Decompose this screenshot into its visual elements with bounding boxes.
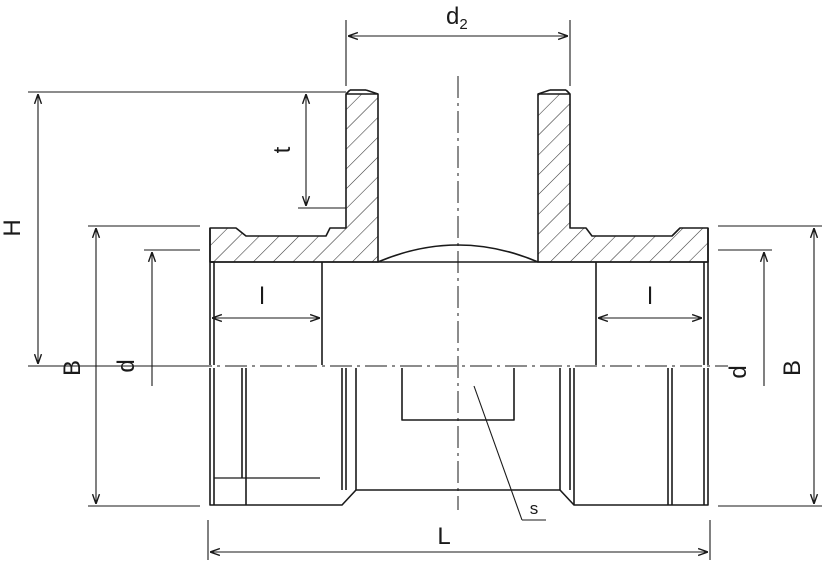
label-B-right: B (779, 360, 806, 376)
label-t: t (269, 146, 296, 153)
label-B-left: B (59, 360, 86, 376)
tee-body (209, 89, 709, 506)
label-d-left: d (113, 359, 140, 372)
label-s: s (530, 499, 539, 518)
label-l-left: l (259, 283, 264, 310)
label-L: L (437, 523, 450, 550)
label-H: H (0, 219, 26, 236)
section-left-hatch (209, 93, 379, 263)
label-d-right: d (725, 365, 752, 378)
center-lines (190, 76, 728, 510)
label-d2: d2 (446, 3, 468, 33)
label-l-right: l (647, 283, 652, 310)
dimension-labels: d2 t H l l d d B B L s (0, 3, 806, 550)
dimension-lines (28, 20, 822, 560)
section-right-hatch (537, 93, 709, 263)
